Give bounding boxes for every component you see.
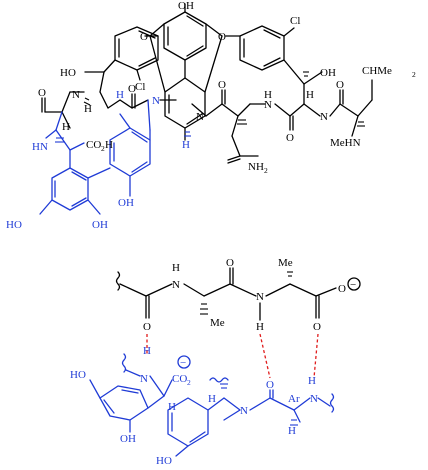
n-label-1: N xyxy=(72,89,80,101)
ho-bottom-left: HO xyxy=(6,219,22,231)
blue-n-2: N xyxy=(240,405,248,417)
h-label-4: H xyxy=(182,139,190,151)
oh-bottom-right: OH xyxy=(118,197,134,209)
bottom-o-right: O xyxy=(313,321,321,333)
mehn-label: MeHN xyxy=(330,137,361,149)
squiggle-left xyxy=(115,271,121,291)
amide-o-3: O xyxy=(218,79,226,91)
blue-co2: CO xyxy=(172,373,187,385)
nh2-label: NH xyxy=(248,161,264,173)
chme2-label: CHMe xyxy=(362,65,392,77)
top-oh-label: OH xyxy=(178,0,194,12)
blue-o: O xyxy=(266,379,274,391)
n-label-2: N xyxy=(152,95,160,107)
aryl-ring-center-top xyxy=(163,3,207,61)
h-label-5: H xyxy=(264,89,272,101)
blue-oh-mid: OH xyxy=(120,433,136,445)
stereo-hash-bonds xyxy=(55,71,365,143)
top-cl-left: Cl xyxy=(135,81,145,93)
co2h-h: H xyxy=(105,139,113,151)
bottom-o-left: O xyxy=(143,321,151,333)
bottom-minus-top: − xyxy=(350,279,356,291)
bottom-h-n1: H xyxy=(172,262,180,274)
squiggle-blue-left xyxy=(121,353,127,373)
h-label-2: H xyxy=(84,103,92,115)
nh2-sub: 2 xyxy=(264,166,268,175)
blue-co2-sub: 2 xyxy=(187,378,191,387)
hn-blue-label: HN xyxy=(32,141,48,153)
blue-ar: Ar xyxy=(288,393,300,405)
bottom-me-top: Me xyxy=(278,257,293,269)
h-label-6: H xyxy=(306,89,314,101)
co2h-sub: 2 xyxy=(101,144,105,153)
bottom-h-n2: H xyxy=(256,321,264,333)
blue-h-1: H xyxy=(143,345,151,357)
blue-h-3: H xyxy=(208,393,216,405)
blue-minus: − xyxy=(180,357,186,369)
h-label-3: H xyxy=(116,89,124,101)
squiggle-blue-right xyxy=(329,393,335,413)
top-o-right: O xyxy=(218,31,226,43)
blue-negative-circle xyxy=(177,355,191,369)
amide-o-5: O xyxy=(336,79,344,91)
bottom-o-top: O xyxy=(226,257,234,269)
blue-h-2: H xyxy=(168,401,176,413)
top-oh-right: OH xyxy=(320,67,336,79)
bottom-structure: H N O Me O − Me O N H O xyxy=(70,257,361,467)
h-label-1: H xyxy=(62,121,70,133)
bottom-n1: N xyxy=(172,279,180,291)
top-o-left: O xyxy=(140,31,148,43)
blue-n-3: N xyxy=(310,393,318,405)
bottom-me-mid: Me xyxy=(210,317,225,329)
aryl-ring-upper-right xyxy=(239,25,285,71)
top-structure: OH O O Cl Cl HO OH CHMe 2 O O O O O N H … xyxy=(6,0,416,231)
top-ho-label: HO xyxy=(60,67,76,79)
bottom-n2: N xyxy=(256,291,264,303)
blue-h-5: H xyxy=(288,425,296,437)
negative-charge-circle xyxy=(347,277,361,291)
co2h-label: CO xyxy=(86,139,101,151)
n-label-3: N xyxy=(196,111,204,123)
hbond-3 xyxy=(313,333,319,379)
amide-o-1: O xyxy=(38,87,46,99)
hbond-2 xyxy=(259,333,271,379)
top-cl-right: Cl xyxy=(290,15,300,27)
amide-o-2: O xyxy=(128,83,136,95)
n-label-4: N xyxy=(264,99,272,111)
blue-h-4: H xyxy=(308,375,316,387)
blue-n-1: N xyxy=(140,373,148,385)
squiggle-blue-top xyxy=(209,377,229,383)
amide-o-4: O xyxy=(286,132,294,144)
chme2-sub: 2 xyxy=(412,70,416,79)
n-label-5: N xyxy=(320,111,328,123)
blue-ho-left: HO xyxy=(70,369,86,381)
bottom-o-carboxylate: O xyxy=(338,283,346,295)
oh-bottom-mid: OH xyxy=(92,219,108,231)
blue-ho-bottom: HO xyxy=(156,455,172,467)
aryl-ring-upper-left xyxy=(114,26,159,71)
